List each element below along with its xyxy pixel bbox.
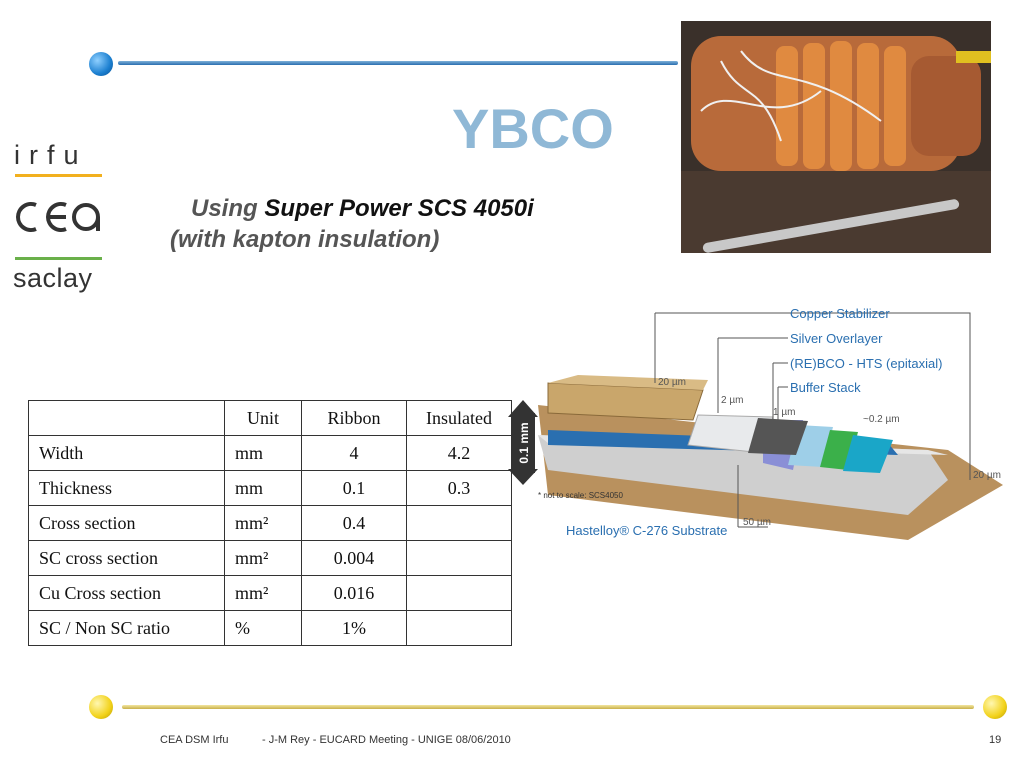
table-cell: mm — [224, 435, 302, 471]
subtitle-prefix: Using — [191, 195, 265, 222]
table-header-cell: Ribbon — [301, 400, 407, 436]
logo-divider-green — [15, 257, 102, 260]
table-cell — [406, 575, 512, 611]
table-cell: 1% — [301, 610, 407, 646]
top-divider-bar — [118, 61, 678, 65]
cea-logo-icon — [16, 202, 100, 232]
table-cell: 0.004 — [301, 540, 407, 576]
footer-page-number: 19 — [989, 734, 1002, 746]
label-rebco: (RE)BCO - HTS (epitaxial) — [790, 356, 942, 371]
table-cell: mm² — [224, 505, 302, 541]
table-cell: Cross section — [28, 505, 225, 541]
not-to-scale-note: * not to scale: SCS4050 — [538, 491, 623, 500]
table-cell — [406, 610, 512, 646]
table-cell: SC / Non SC ratio — [28, 610, 225, 646]
table-cell: Width — [28, 435, 225, 471]
spec-table: Unit Ribbon Insulated Width mm 4 4.2 Thi… — [28, 400, 512, 646]
slide-subtitle-line2: (with kapton insulation) — [170, 226, 440, 253]
table-cell — [406, 505, 512, 541]
tape-structure-diagram: 0.1 mm Copper Stabilizer Silver Overlaye… — [508, 306, 1003, 540]
logo-divider-orange — [15, 174, 102, 177]
label-buffer-stack: Buffer Stack — [790, 380, 861, 395]
label-silver-overlayer: Silver Overlayer — [790, 331, 883, 346]
table-cell — [406, 540, 512, 576]
dim-50um: 50 µm — [743, 517, 771, 528]
table-cell: Thickness — [28, 470, 225, 506]
label-copper-stabilizer: Copper Stabilizer — [790, 306, 890, 321]
bottom-right-bullet-ball — [983, 695, 1007, 719]
subtitle-product: Super Power SCS 4050i — [264, 195, 534, 222]
table-cell: mm — [224, 470, 302, 506]
bottom-left-bullet-ball — [89, 695, 113, 719]
table-header-cell: Unit — [224, 400, 302, 436]
coil-photo — [681, 21, 991, 253]
dim-2um: 2 µm — [721, 395, 743, 406]
table-header-cell — [28, 400, 225, 436]
buffer-strip-3 — [843, 435, 893, 473]
footer-org: CEA DSM Irfu — [160, 734, 229, 746]
table-row: SC cross section mm² 0.004 — [28, 540, 512, 576]
table-cell: SC cross section — [28, 540, 225, 576]
silver-dark-edge — [748, 418, 808, 455]
bottom-divider-bar — [122, 705, 974, 709]
top-left-bullet-ball — [89, 52, 113, 76]
thickness-arrow-icon: 0.1 mm — [508, 400, 538, 485]
slide-title: YBCO — [452, 97, 614, 160]
footer-event: - J-M Rey - EUCARD Meeting - UNIGE 08/06… — [262, 734, 511, 746]
copper-top-face — [548, 375, 708, 390]
table-row: Cross section mm² 0.4 — [28, 505, 512, 541]
leader-lines — [654, 312, 971, 528]
table-cell: % — [224, 610, 302, 646]
table-header-cell: Insulated — [406, 400, 512, 436]
table-row: Width mm 4 4.2 — [28, 435, 512, 471]
table-row: Cu Cross section mm² 0.016 — [28, 575, 512, 611]
dim-1um: 1 µm — [773, 407, 795, 418]
table-cell: 0.1 — [301, 470, 407, 506]
dim-02um: ~0.2 µm — [863, 414, 900, 425]
slide-subtitle-line1: Using Super Power SCS 4050i — [191, 195, 534, 223]
label-hastelloy: Hastelloy® C-276 Substrate — [566, 523, 727, 538]
table-cell: Cu Cross section — [28, 575, 225, 611]
thickness-label: 0.1 mm — [517, 422, 531, 463]
table-cell: 0.016 — [301, 575, 407, 611]
table-cell: 4.2 — [406, 435, 512, 471]
table-cell: mm² — [224, 540, 302, 576]
table-cell: 4 — [301, 435, 407, 471]
table-cell: mm² — [224, 575, 302, 611]
table-header-row: Unit Ribbon Insulated — [28, 400, 512, 436]
logo-irfu-text: irfu — [14, 140, 88, 170]
table-cell: 0.3 — [406, 470, 512, 506]
logo-saclay-text: saclay — [13, 263, 93, 293]
dim-20um-right: 20 µm — [973, 470, 1001, 481]
table-row: SC / Non SC ratio % 1% — [28, 610, 512, 646]
table-row: Thickness mm 0.1 0.3 — [28, 470, 512, 506]
dim-20um-top: 20 µm — [658, 377, 686, 388]
table-cell: 0.4 — [301, 505, 407, 541]
